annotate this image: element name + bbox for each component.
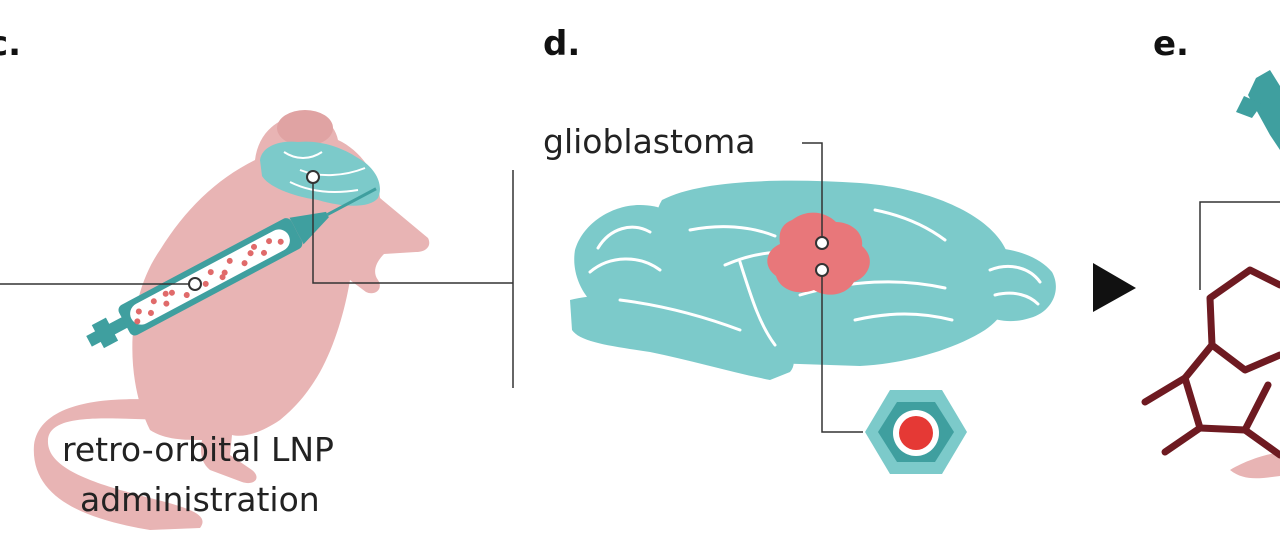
injection-label-line2: administration (80, 480, 320, 519)
panel-label-d: d. (543, 24, 581, 64)
brainstem (570, 295, 794, 380)
lnp-dot (147, 309, 154, 316)
lnp-dot (202, 280, 209, 287)
connector-lines-c (0, 170, 514, 388)
lnp-dot (250, 243, 257, 250)
cerebellum (957, 248, 1056, 322)
lnp-dot (219, 274, 226, 281)
callout-dot (188, 277, 202, 291)
mouse-body (132, 114, 430, 484)
arrow-right-icon (1093, 263, 1136, 312)
mouse-ear (277, 110, 333, 146)
lnp-dot (247, 250, 254, 257)
injection-label-line1: retro-orbital LNP (62, 430, 334, 469)
lnp-dot (183, 292, 190, 299)
brain-illustration (570, 180, 1056, 380)
lnp-dot (134, 318, 141, 325)
mouse-illustration (33, 110, 430, 530)
lnp-dot (241, 260, 248, 267)
connector-lines-d (802, 142, 863, 433)
tumor-label: glioblastoma (543, 122, 756, 161)
callout-dot (306, 170, 320, 184)
lnp-dot (135, 308, 142, 315)
panel-label-e: e. (1153, 24, 1189, 64)
mouse-brain (260, 141, 380, 206)
lnp-dot (260, 249, 267, 256)
lnp-dot (207, 269, 214, 276)
cell-hexagon-icon (865, 390, 967, 474)
callout-dot (815, 263, 829, 277)
lnp-dot (150, 298, 157, 305)
lnp-dot (277, 238, 284, 245)
lnp-dot (266, 238, 273, 245)
panel-label-c: c. (0, 24, 22, 64)
lnp-dot (221, 269, 228, 276)
lnp-dot (226, 257, 233, 264)
lnp-dot (163, 300, 170, 307)
callout-dot (815, 236, 829, 250)
mouse-tail (33, 399, 203, 530)
syringe (86, 187, 377, 349)
lnp-dot (168, 289, 175, 296)
tumor (767, 212, 870, 295)
molecule-illustration (1141, 70, 1280, 479)
lnp-dot (162, 290, 169, 297)
